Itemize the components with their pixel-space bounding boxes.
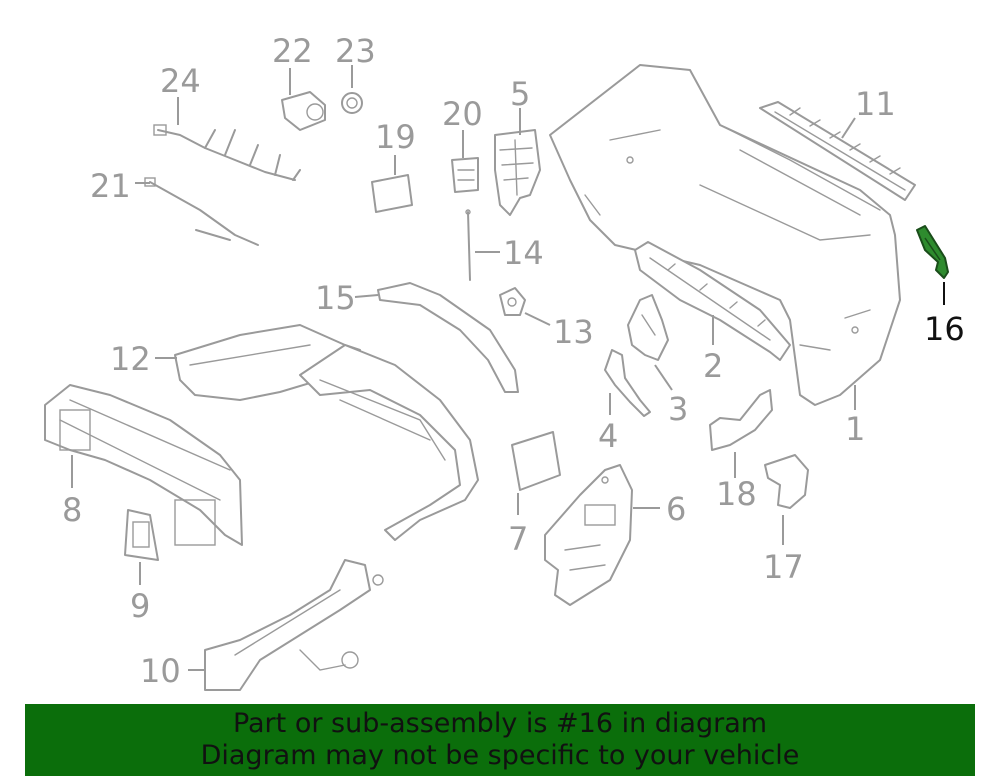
info-banner: Part or sub-assembly is #16 in diagram D… xyxy=(25,704,975,776)
part-13-grommet xyxy=(499,287,526,316)
part-16-bracket xyxy=(916,225,949,279)
callout-9: 9 xyxy=(130,587,150,625)
callout-12: 12 xyxy=(110,340,151,378)
callout-7: 7 xyxy=(508,520,528,558)
callout-8: 8 xyxy=(62,491,82,529)
leader-lines xyxy=(71,65,945,671)
callout-3: 3 xyxy=(668,390,688,428)
part-10-tow-hitch xyxy=(204,559,384,691)
callout-11: 11 xyxy=(855,85,896,123)
part-1-bumper-cover xyxy=(549,64,901,406)
callout-1: 1 xyxy=(845,410,865,448)
part-24-cable xyxy=(153,124,301,181)
part-6-large-bracket xyxy=(544,464,633,606)
part-8-carrier xyxy=(44,384,243,546)
callout-10: 10 xyxy=(140,652,181,690)
callout-labels: 1 2 3 4 5 6 7 8 9 10 11 12 13 14 15 16 1… xyxy=(62,32,965,690)
callout-14: 14 xyxy=(503,234,544,272)
part-3-side-bracket xyxy=(627,294,669,361)
part-9-plate xyxy=(124,509,159,561)
part-19-lid xyxy=(371,174,413,213)
callout-22: 22 xyxy=(272,32,313,70)
callout-4: 4 xyxy=(598,417,618,455)
part-11-trim-strip xyxy=(759,101,916,201)
callout-17: 17 xyxy=(763,548,804,586)
callout-19: 19 xyxy=(375,118,416,156)
banner-line-2: Diagram may not be specific to your vehi… xyxy=(200,740,800,771)
callout-2: 2 xyxy=(703,347,723,385)
part-21-harness xyxy=(144,177,259,246)
callout-20: 20 xyxy=(442,95,483,133)
part-22-parking-sensor xyxy=(281,91,326,131)
callout-24: 24 xyxy=(160,62,201,100)
callout-15: 15 xyxy=(315,279,356,317)
callout-21: 21 xyxy=(90,167,131,205)
part-5-sensor-bracket xyxy=(494,129,541,216)
banner-line-1: Part or sub-assembly is #16 in diagram xyxy=(232,708,768,739)
part-7-cover-plate xyxy=(511,431,561,491)
lower-trim-panel xyxy=(299,344,479,541)
callout-18: 18 xyxy=(716,475,757,513)
part-4-mount-arm xyxy=(604,349,651,417)
part-17-bracket xyxy=(764,454,809,509)
callout-6: 6 xyxy=(666,490,686,528)
callout-13: 13 xyxy=(553,313,594,351)
callout-23: 23 xyxy=(335,32,376,70)
part-20-sensor xyxy=(451,157,479,193)
part-18-bracket xyxy=(709,389,773,451)
part-14-rod xyxy=(465,209,471,281)
callout-16: 16 xyxy=(924,310,965,348)
part-23-sensor-ring xyxy=(341,92,363,114)
part-15-trim xyxy=(377,282,519,393)
callout-5: 5 xyxy=(510,75,530,113)
part-2-absorber xyxy=(634,241,791,361)
